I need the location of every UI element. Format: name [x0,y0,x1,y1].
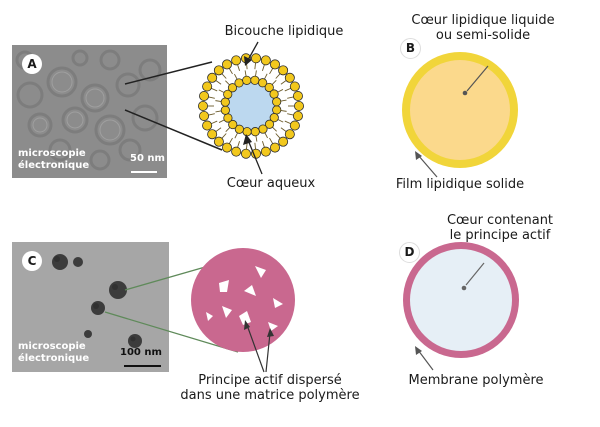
label-dispersed-drug-line1: Principe actif dispersé [198,373,342,388]
nanocapsule-diagram [403,242,519,371]
micro-label-a: microscopie électronique [18,148,89,172]
micro-label-a-line2: électronique [18,160,90,171]
label-bilayer: Bicouche lipidique [224,24,344,39]
zoom-line-c-bottom [104,311,239,353]
panel-badge-a: A [22,54,42,74]
aqueous-core [225,80,277,132]
lipid-nanoparticle-diagram [402,52,518,178]
label-core-drug-line1: Cœur contenant [446,213,554,228]
label-core-drug-line2: le principe actif [449,228,551,243]
scale-label-c: 100 nm [120,347,162,358]
lipid-heads [197,53,304,159]
label-polymer-membrane: Membrane polymère [408,373,544,388]
micrograph-a [12,45,223,178]
panel-badge-d: D [399,242,420,263]
micro-label-c-line1: microscopie [18,341,86,352]
liposome-diagram [197,53,304,159]
label-solid-film: Film lipidique solide [395,177,525,192]
label-lipid-core-line2: ou semi-solide [435,28,531,43]
label-dispersed-drug-line2: dans une matrice polymère [180,388,360,403]
arrowhead-a-bilayer [244,56,252,66]
micro-label-c-line2: électronique [18,353,90,364]
arrow-a-core [247,139,263,175]
label-aqueous-core: Cœur aqueux [226,176,316,191]
label-lipid-core: Cœur lipidique liquide ou semi-solide [411,13,554,43]
scale-label-a: 50 nm [130,153,165,164]
micro-label-a-line1: microscopie [18,148,86,159]
zoom-line-a-top [124,61,213,85]
panel-badge-b: B [400,38,421,59]
panel-badge-c: C [22,251,42,271]
polymer-matrix-diagram [191,248,295,373]
arrowhead-a-core [243,134,252,145]
micro-label-c: microscopie électronique [18,341,89,365]
label-core-drug: Cœur contenant le principe actif [447,213,553,243]
zoom-line-a-bottom [124,109,223,151]
label-dispersed-drug: Principe actif dispersé dans une matrice… [180,373,359,403]
label-lipid-core-line1: Cœur lipidique liquide [411,13,555,28]
arrow-a-bilayer [247,41,259,61]
